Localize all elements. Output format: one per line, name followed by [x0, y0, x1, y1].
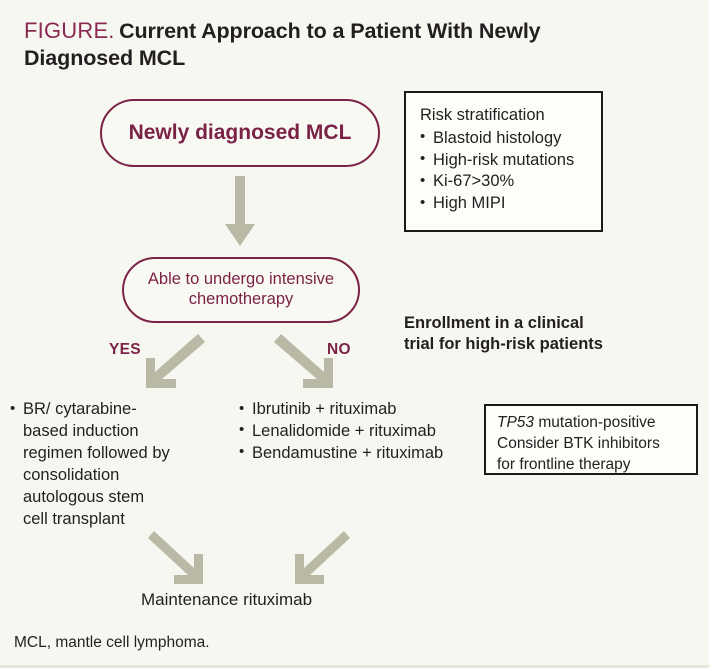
node-able-to-undergo-chemotherapy: Able to undergo intensive chemotherapy [122, 257, 360, 323]
list-item: High MIPI [420, 193, 601, 215]
figure-label: FIGURE. [24, 18, 115, 43]
node-newly-diagnosed-label: Newly diagnosed MCL [128, 121, 352, 145]
bottom-divider [0, 665, 709, 668]
risk-stratification-list: Blastoid histology High-risk mutations K… [420, 127, 601, 215]
figure-footnote: MCL, mantle cell lymphoma. [14, 634, 210, 651]
list-item: Ki-67>30% [420, 171, 601, 193]
list-item: BR/ cytarabine-based induction regimen f… [10, 399, 170, 531]
risk-stratification-box: Risk stratification Blastoid histology H… [404, 91, 603, 232]
intensive-therapy-items: BR/ cytarabine-based induction regimen f… [10, 399, 170, 531]
list-item: High-risk mutations [420, 149, 601, 172]
list-item: Blastoid histology [420, 127, 601, 150]
list-item: Lenalidomide + rituximab [239, 420, 469, 443]
node-maintenance-rituximab: Maintenance rituximab [141, 590, 313, 609]
intensive-therapy-list: BR/ cytarabine-based induction regimen f… [10, 399, 170, 531]
nonintensive-therapy-list: Ibrutinib + rituximab Lenalidomide + rit… [239, 399, 469, 465]
tp53-line-2: Consider BTK inhibitors [497, 434, 660, 452]
tp53-line-1: TP53 mutation-positive [497, 413, 696, 434]
arrow-diagonal-down-right-icon [273, 334, 343, 390]
list-item: Ibrutinib + rituximab [239, 399, 469, 421]
arrow-down-icon [224, 176, 256, 248]
figure-title-block: FIGURE. Current Approach to a Patient Wi… [24, 18, 624, 71]
branch-label-no: NO [327, 341, 351, 358]
tp53-line-3: for frontline therapy [497, 455, 631, 473]
enrollment-note: Enrollment in a clinical trial for high-… [404, 314, 603, 354]
arrow-converge-down-right-icon [148, 531, 214, 587]
tp53-line-1-rest: mutation-positive [534, 414, 656, 431]
nonintensive-therapy-items: Ibrutinib + rituximab Lenalidomide + rit… [239, 399, 469, 465]
arrow-converge-down-left-icon [284, 531, 350, 587]
list-item: Bendamustine + rituximab [239, 442, 469, 465]
arrow-diagonal-down-left-icon [136, 334, 206, 390]
branch-label-yes: YES [109, 341, 141, 358]
node-newly-diagnosed-mcl: Newly diagnosed MCL [100, 99, 380, 167]
tp53-mutation-box: TP53 mutation-positive Consider BTK inhi… [484, 404, 698, 475]
node-able-chemo-label: Able to undergo intensive chemotherapy [147, 270, 335, 308]
figure-title: Current Approach to a Patient With Newly… [24, 19, 541, 70]
tp53-gene-name: TP53 [497, 414, 535, 431]
risk-stratification-heading: Risk stratification [420, 106, 545, 124]
